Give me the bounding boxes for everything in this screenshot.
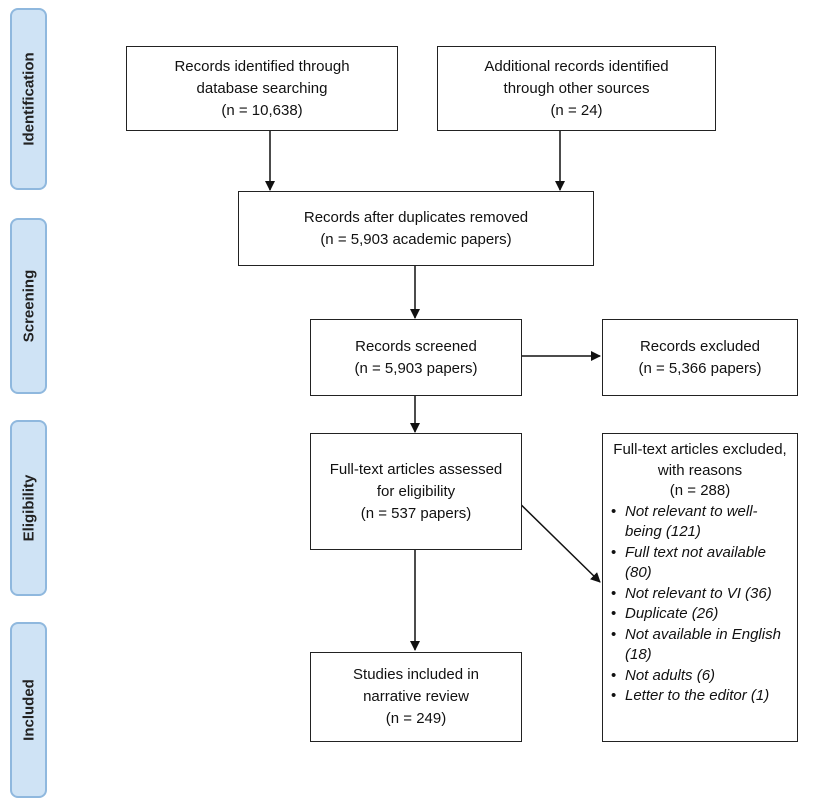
full-text-excluded-line-2: with reasons	[657, 461, 743, 479]
box-studies-included: Studies included in narrative review (n …	[310, 652, 522, 742]
phase-identification: Identification	[10, 8, 47, 190]
included-line-1: Studies included in	[353, 666, 479, 683]
database-count: (n = 10,638)	[221, 101, 303, 119]
phase-screening: Screening	[10, 218, 47, 394]
box-records-excluded: Records excluded (n = 5,366 papers)	[602, 319, 798, 396]
screened-line-1: Records screened	[355, 337, 477, 355]
after-duplicates-line-1: Records after duplicates removed	[303, 208, 529, 226]
box-after-duplicates: Records after duplicates removed (n = 5,…	[238, 191, 594, 266]
other-sources-count: (n = 24)	[550, 101, 603, 119]
box-full-text-excluded: Full-text articles excluded, with reason…	[602, 433, 798, 742]
included-line-2: narrative review	[363, 688, 469, 705]
other-sources-line-1: Additional records identified	[484, 57, 669, 75]
full-text-assessed-count: (n = 537 papers)	[360, 504, 472, 522]
included-count: (n = 249)	[385, 710, 447, 727]
exclusion-reason: Not relevant to VI (36)	[611, 584, 789, 605]
box-full-text-assessed: Full-text articles assessed for eligibil…	[310, 433, 522, 550]
full-text-assessed-line-1: Full-text articles assessed	[329, 460, 503, 478]
phase-eligibility: Eligibility	[10, 420, 47, 596]
exclusion-reason: Not adults (6)	[611, 666, 789, 687]
excluded-count: (n = 5,366 papers)	[638, 359, 762, 377]
database-line-1: Records identified through	[174, 57, 350, 75]
box-other-sources: Additional records identified through ot…	[437, 46, 716, 131]
full-text-excluded-heading: Full-text articles excluded, with reason…	[611, 440, 789, 502]
exclusion-reason: Not relevant to well-being (121)	[611, 502, 789, 543]
full-text-excluded-count: (n = 288)	[669, 482, 731, 499]
exclusion-reason: Letter to the editor (1)	[611, 686, 789, 707]
screened-count: (n = 5,903 papers)	[354, 359, 478, 377]
excluded-line-1: Records excluded	[639, 337, 761, 355]
box-records-screened: Records screened (n = 5,903 papers)	[310, 319, 522, 396]
database-line-2: database searching	[196, 79, 328, 97]
after-duplicates-count: (n = 5,903 academic papers)	[320, 230, 512, 248]
exclusion-reason: Full text not available (80)	[611, 543, 789, 584]
exclusion-reason: Not available in English (18)	[611, 625, 789, 666]
full-text-assessed-line-2: for eligibility	[376, 482, 456, 500]
exclusion-reason: Duplicate (26)	[611, 604, 789, 625]
phase-included: Included	[10, 622, 47, 798]
box-database-searching: Records identified through database sear…	[126, 46, 398, 131]
full-text-excluded-line-1: Full-text articles excluded,	[613, 441, 787, 458]
exclusion-reasons-list: Not relevant to well-being (121) Full te…	[611, 502, 789, 707]
other-sources-line-2: through other sources	[503, 79, 650, 97]
